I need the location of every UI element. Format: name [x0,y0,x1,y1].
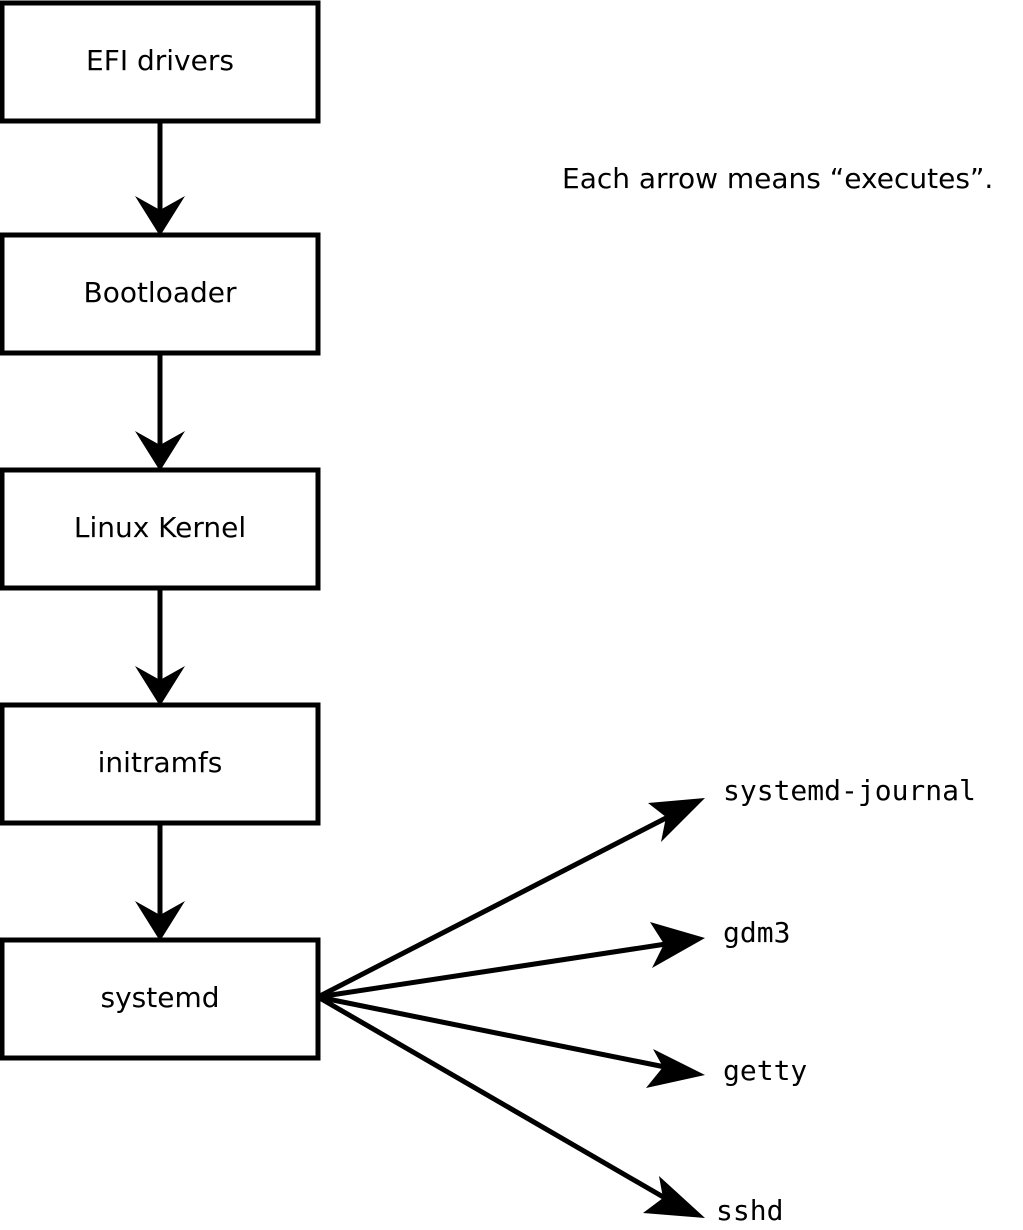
arrow-head-down [135,901,185,941]
arrow-head-down [135,431,185,471]
box-label-bootloader: Bootloader [83,276,237,309]
leaf-label-getty: getty [723,1054,807,1087]
arrow-head-diagonal [646,1049,705,1088]
box-systemd[interactable]: systemd [0,937,321,1061]
box-rect-initramfs [0,702,321,826]
box-rect-efi-drivers [0,0,321,124]
arrow-shaft [317,994,666,1070]
arrow-shaft [316,994,667,1201]
box-label-systemd: systemd [101,981,220,1014]
arrow-shaft [316,814,670,1000]
arrow-efi-drivers-to-bootloader [135,121,185,236]
box-rect-bootloader [0,232,321,356]
arrow-bootloader-to-linux-kernel [135,353,185,471]
arrow-systemd-to-sshd [316,994,705,1218]
arrow-head-down [135,196,185,236]
diagram-caption: Each arrow means “executes”. [562,162,993,195]
arrow-shaft [317,941,667,1000]
box-rect-systemd [0,937,321,1061]
arrow-head-diagonal [650,922,705,968]
arrow-systemd-to-gdm3 [317,922,705,1000]
box-linux-kernel[interactable]: Linux Kernel [0,467,321,591]
leaf-label-gdm3: gdm3 [723,916,790,949]
arrow-head-diagonal [643,1176,705,1218]
arrow-initramfs-to-systemd [135,823,185,941]
leaf-label-sshd: sshd [716,1194,783,1227]
box-efi-drivers[interactable]: EFI drivers [0,0,321,124]
box-bootloader[interactable]: Bootloader [0,232,321,356]
box-label-initramfs: initramfs [98,746,223,779]
arrow-linux-kernel-to-initramfs [135,588,185,706]
box-initramfs[interactable]: initramfs [0,702,321,826]
arrow-systemd-to-systemd-journal [316,798,705,1000]
arrow-head-down [135,666,185,706]
arrow-head-diagonal [648,798,705,842]
leaf-label-systemd-journal: systemd-journal [723,774,976,807]
box-label-linux-kernel: Linux Kernel [74,511,246,544]
box-label-efi-drivers: EFI drivers [86,44,234,77]
arrow-systemd-to-getty [317,994,705,1088]
